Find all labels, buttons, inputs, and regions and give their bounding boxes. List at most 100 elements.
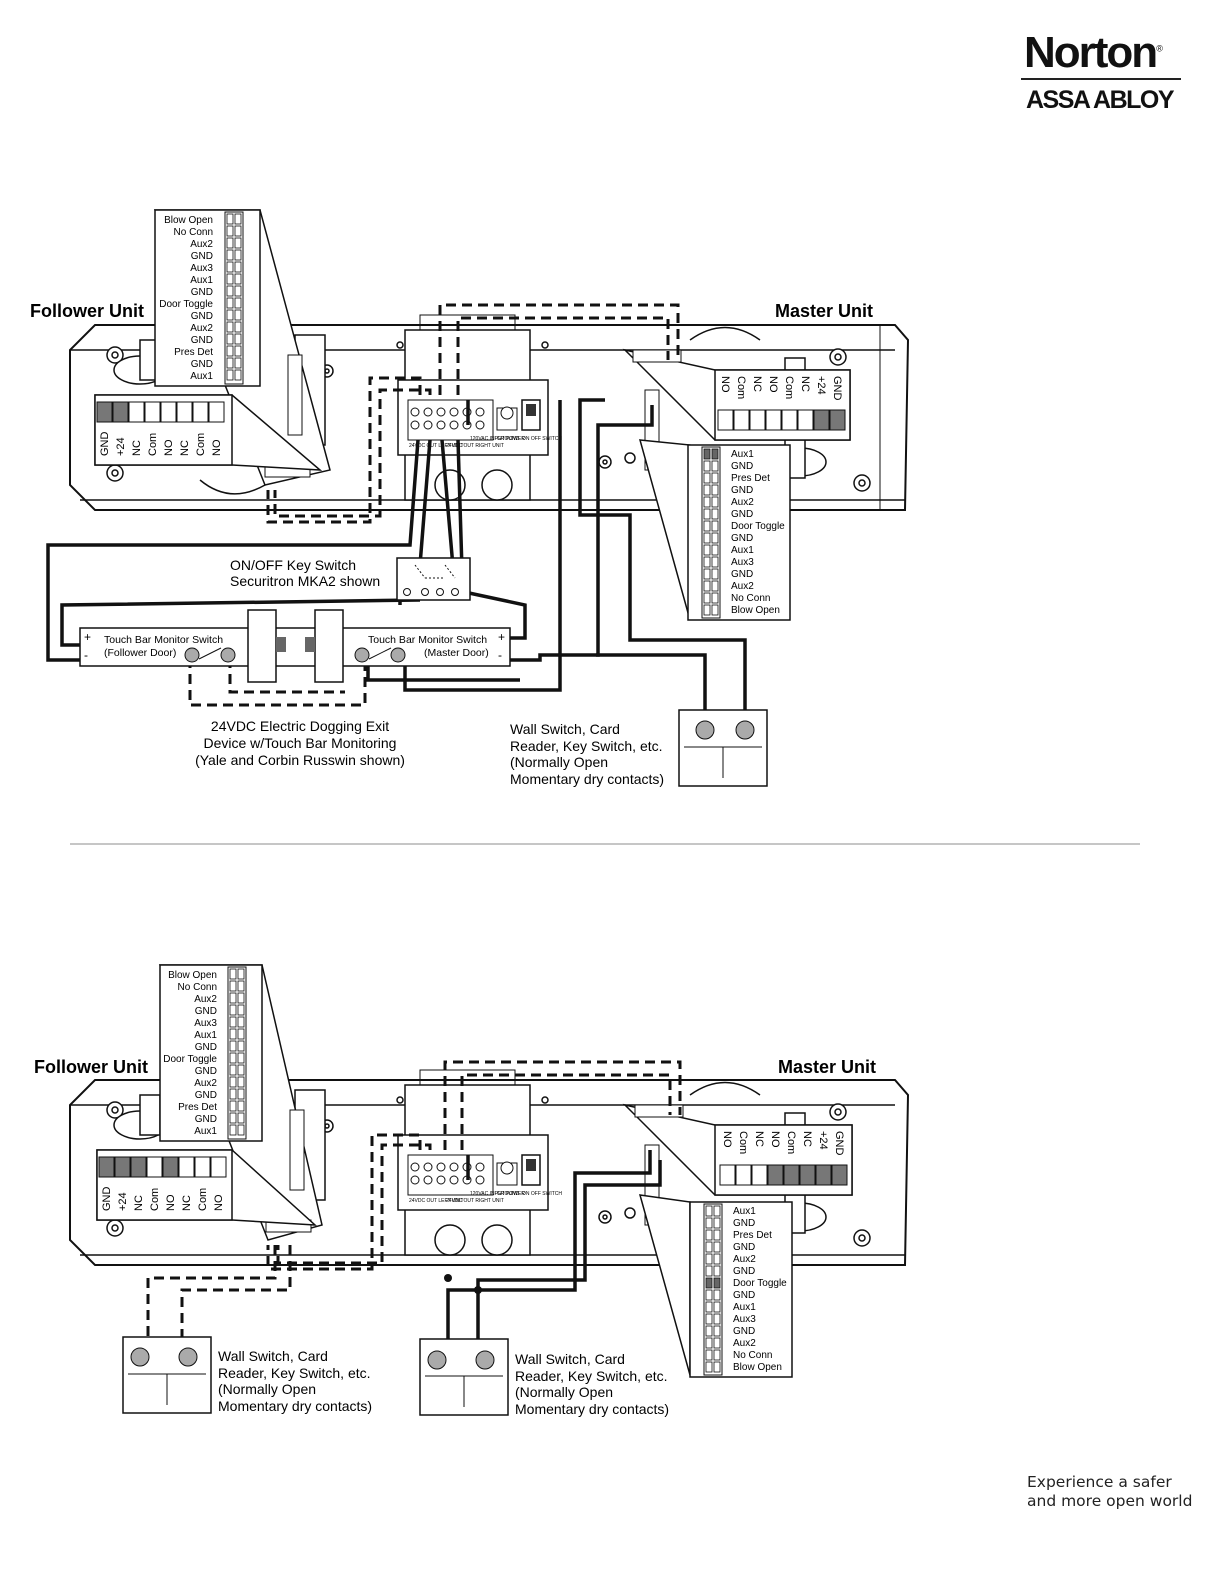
plus-follower: + [84,630,91,644]
lt2-label-3: GND [195,1006,217,1017]
mounting-holes-2 [106,1096,871,1247]
wall-switch-label-3: (Normally Open [510,754,608,770]
exit-device-label-1: 24VDC Electric Dogging Exit [211,718,389,734]
wall-switch [678,709,768,787]
rl-label-8: Aux1 [731,545,754,556]
rt-label-2: NC [751,376,763,392]
section-divider [70,843,1140,845]
rt-label-4: Com [783,376,795,399]
rl-label-1: GND [731,461,753,472]
lb2-label-3: Com [149,1188,161,1211]
lt2-label-13: Aux1 [194,1126,217,1137]
control-board-2: 24VDC OUT LEFT UNIT 24VDC OUT RIGHT UNIT… [397,1069,562,1256]
rt2-label-2: NC [753,1131,765,1147]
rl2-label-8: Aux1 [733,1302,756,1313]
master-terminal-callout-2: Aux1 GND Pres Det GND Aux2 GND Door Togg… [638,1194,793,1378]
diagram-2-svg: 24VDC OUT LEFT UNIT 24VDC OUT RIGHT UNIT… [34,964,910,1417]
wall-switch-label-4: Momentary dry contacts) [510,771,664,787]
rl2-label-6: Door Toggle [733,1278,787,1289]
rl-label-3: GND [731,485,753,496]
rl2-label-3: GND [733,1242,755,1253]
exit-device-label-3: (Yale and Corbin Russwin shown) [195,752,405,768]
rl2-label-10: GND [733,1326,755,1337]
follower-terminal-callout: Blow Open No Conn Aux2 GND Aux3 Aux1 GND… [153,209,331,486]
wiring-dashed [188,303,680,707]
wall-switch-b-label-1: Wall Switch, Card [515,1351,625,1367]
touchbar-master-label-1: Touch Bar Monitor Switch [368,634,487,646]
touchbar-master-label-2: (Master Door) [424,647,489,659]
brand-parent: ASSA ABLOY [1026,86,1175,114]
wiring-diagram-2: 24VDC OUT LEFT UNIT 24VDC OUT RIGHT UNIT… [0,955,1224,1595]
rl-label-7: GND [731,533,753,544]
tagline-line-2: and more open world [1027,1492,1193,1510]
lt2-label-11: Pres Det [178,1102,217,1113]
board-label-switch: ON OFF SWITCH [522,436,562,442]
lb-label-2: NC [131,440,143,456]
rt2-label-3: NO [769,1131,781,1148]
lb2-label-2: NC [133,1195,145,1211]
lb-label-1: +24 [115,437,127,456]
rl-label-5: GND [731,509,753,520]
lb2-label-7: NO [213,1194,225,1211]
wall-switch-b-label-2: Reader, Key Switch, etc. [515,1368,668,1384]
lt-label-12: GND [191,359,213,370]
wiring-dashed-2 [146,1060,682,1345]
lt-label-13: Aux1 [190,371,213,382]
logo-rule [1021,78,1181,80]
lt-label-7: Door Toggle [159,299,213,310]
rt-label-6: +24 [815,376,827,395]
rt2-label-4: Com [785,1131,797,1154]
lb-label-4: NO [163,439,175,456]
rl2-label-12: No Conn [733,1350,772,1361]
board2-label-ground: GROUND [497,1191,520,1197]
lt-label-1: No Conn [174,227,213,238]
key-switch [396,557,471,601]
wall-switch-a-label-2: Reader, Key Switch, etc. [218,1365,371,1381]
rl-label-0: Aux1 [731,449,754,460]
board-label-power: 120VAC INPUT POWER [470,436,525,442]
rl2-label-1: GND [733,1218,755,1229]
rt2-label-0: NO [721,1131,733,1148]
norton-logo: Norton® ASSA ABLOY [1018,28,1186,118]
lt2-label-9: Aux2 [194,1078,217,1089]
follower-relay-callout: GND +24 NC Com NO NC Com NO [94,394,323,471]
rl-label-13: Blow Open [731,605,780,616]
minus-follower: - [84,648,88,662]
lt-label-11: Pres Det [174,347,213,358]
rt-label-5: NC [799,376,811,392]
lb-label-3: Com [147,433,159,456]
board-label-ground: GROUND [497,436,520,442]
lt2-label-0: Blow Open [168,970,217,981]
touchbar-follower-label-2: (Follower Door) [104,647,176,659]
rl2-label-13: Blow Open [733,1362,782,1373]
rt2-label-6: +24 [817,1131,829,1150]
master-relay-callout-2: NO Com NC NO Com NC +24 GND [622,1103,853,1226]
rt2-label-1: Com [737,1131,749,1154]
master-unit-title: Master Unit [775,301,873,321]
brand-name: Norton® [1024,28,1163,77]
lt2-label-5: Aux1 [194,1030,217,1041]
control-board: 24VDC OUT LEFT UNIT 24VDC OUT RIGHT UNIT… [397,314,562,501]
follower-terminal-callout-2: Blow Open No Conn Aux2 GND Aux3 Aux1 GND… [158,964,323,1241]
rt2-label-7: GND [833,1131,845,1156]
lt-label-9: Aux2 [190,323,213,334]
rl2-label-11: Aux2 [733,1338,756,1349]
lt2-label-7: Door Toggle [163,1054,217,1065]
lt-label-5: Aux1 [190,275,213,286]
lb2-label-0: GND [101,1187,113,1212]
lb2-label-1: +24 [117,1192,129,1211]
rl2-label-2: Pres Det [733,1230,772,1241]
rl2-label-7: GND [733,1290,755,1301]
tagline: Experience a safer and more open world [1027,1473,1192,1511]
wiring-diagram-1: 24VDC OUT LEFT UNIT 24VDC OUT RIGHT UNIT… [0,200,1224,840]
wall-switch-b-label-4: Momentary dry contacts) [515,1401,669,1417]
tagline-line-1: Experience a safer [1027,1473,1172,1491]
rl-label-10: GND [731,569,753,580]
lb-label-6: Com [195,433,207,456]
wall-switch-label-2: Reader, Key Switch, etc. [510,738,663,754]
lt-label-3: GND [191,251,213,262]
follower-unit-title: Follower Unit [30,301,144,321]
plus-master: + [498,630,505,644]
touchbar-follower-label-1: Touch Bar Monitor Switch [104,634,223,646]
rl-label-2: Pres Det [731,473,770,484]
